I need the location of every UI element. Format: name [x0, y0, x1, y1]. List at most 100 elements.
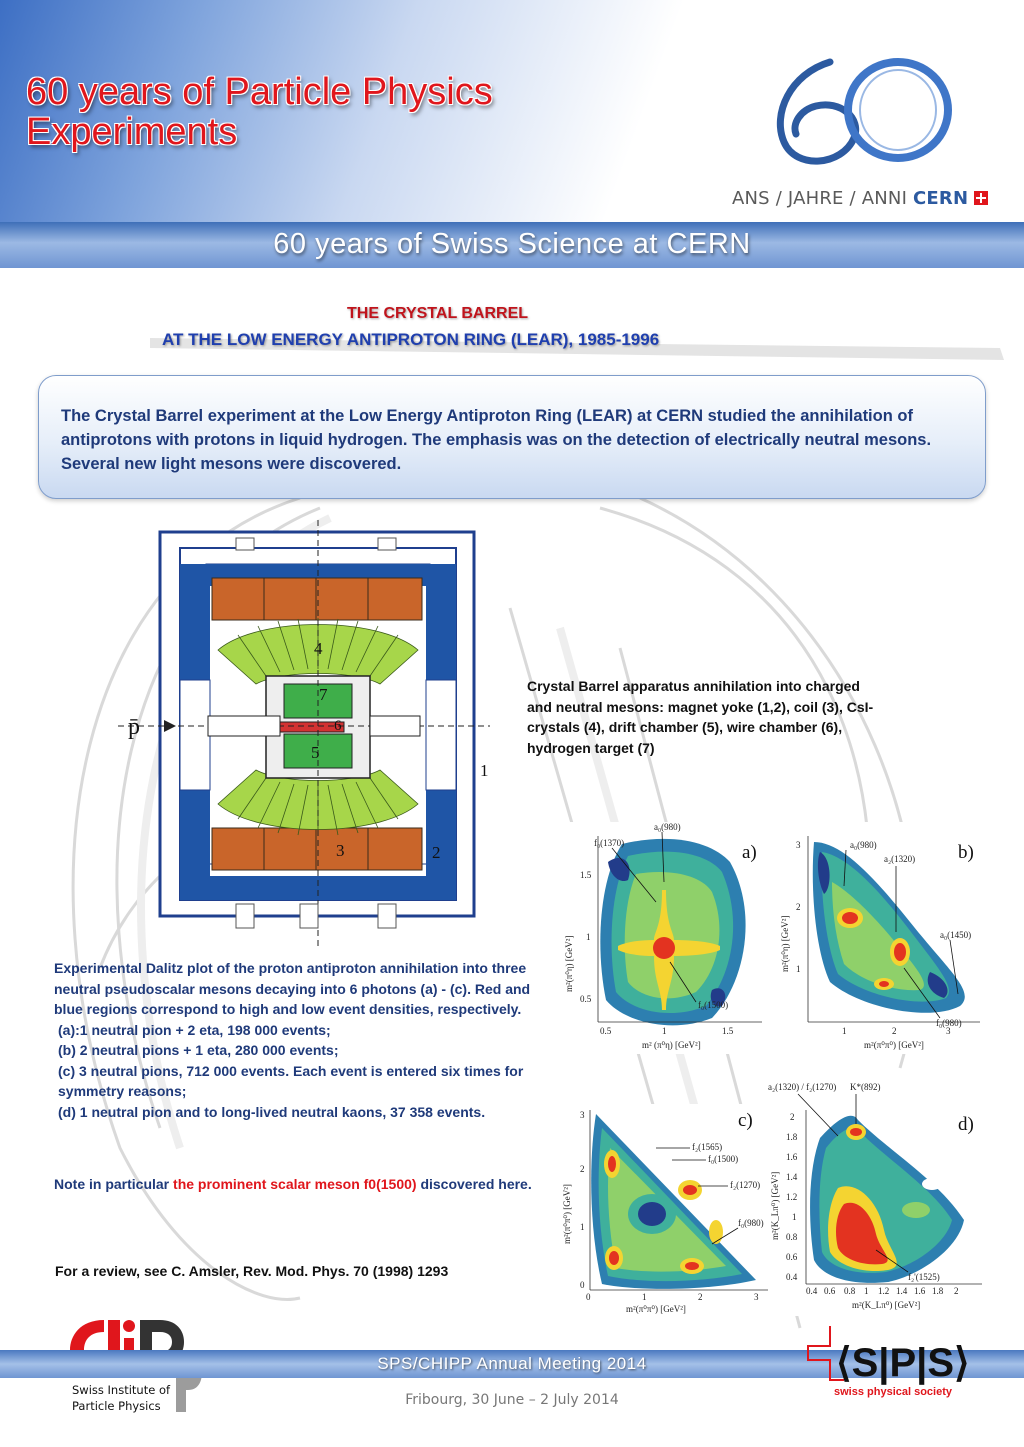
plot-c-ann-1: f₀(1500): [708, 1154, 738, 1164]
plot-b-ann-1: a₂(1320): [884, 854, 915, 864]
plot-c-ytick-0: 3: [580, 1110, 585, 1120]
diagram-label-1: 1: [480, 761, 489, 780]
plot-d-ytick-2: 1.6: [786, 1152, 798, 1162]
plot-d-ytick-1: 1.8: [786, 1132, 798, 1142]
plot-d-ytick-4: 1.2: [786, 1192, 797, 1202]
intro-text: The Crystal Barrel experiment at the Low…: [61, 407, 932, 473]
section-title-line1: THE CRYSTAL BARREL: [347, 305, 529, 322]
scalar-meson-note: Note in particular the prominent scalar …: [54, 1174, 540, 1195]
dalitz-caption-line: (c) 3 neutral pions, 712 000 events. Eac…: [58, 1062, 524, 1100]
plot-b-ytick-1: 2: [796, 902, 801, 912]
plot-d-ann-2: f₂'(1525): [908, 1272, 940, 1282]
plot-d-xlabel: m²(K_Lπ⁰) [GeV²]: [852, 1300, 920, 1310]
chipp-name: Swiss Institute of Particle Physics: [72, 1382, 182, 1414]
plot-d-xtick-6: 1.6: [914, 1286, 926, 1296]
plot-d-ytick-5: 1: [792, 1212, 797, 1222]
dalitz-plot-a: a) a₀(980) f₀(1370) f₀(1500) 0.5 1 1.5 1…: [562, 822, 788, 1054]
plot-b-xtick-0: 1: [842, 1026, 847, 1036]
plot-c-ann-3: f₀(980): [738, 1218, 764, 1228]
plot-a-panel: a): [742, 842, 757, 863]
plot-b-ann-3: f₀(980): [936, 1018, 962, 1028]
plot-c-xtick-3: 3: [754, 1292, 759, 1302]
plot-c-xtick-2: 2: [698, 1292, 703, 1302]
dalitz-plot-b: b) a₀(980) a₂(1320) a₀(1450) f₀(980) 1 2…: [780, 822, 988, 1054]
plot-a-xlabel: m² (π⁰η) [GeV²]: [642, 1040, 701, 1050]
dalitz-caption-line: (b) 2 neutral pions + 1 eta, 280 000 eve…: [58, 1042, 339, 1058]
header-background: [0, 0, 1024, 222]
plot-a-ylabel: m²(π⁰η) [GeV²]: [564, 936, 574, 993]
plot-a-xtick-1: 1: [662, 1026, 667, 1036]
plot-b-ann-0: a₀(980): [850, 840, 877, 850]
tagline-prefix: ANS / JAHRE / ANNI: [732, 188, 908, 209]
plot-d-ytick-7: 0.6: [786, 1252, 798, 1262]
crystal-barrel-apparatus-diagram: p̄ 1 2 3 4 5 6 7: [118, 520, 490, 950]
sps-name: swiss physical society: [834, 1386, 953, 1398]
dalitz-caption-line: (a):1 neutral pion + 2 eta, 198 000 even…: [58, 1021, 331, 1038]
note-suffix: discovered here.: [416, 1176, 532, 1192]
dalitz-caption-line: Experimental Dalitz plot of the proton a…: [54, 960, 531, 1017]
plot-d-xtick-1: 0.6: [824, 1286, 836, 1296]
beam-label: p̄: [128, 714, 140, 740]
tagline-brand: CERN: [913, 188, 969, 209]
chipp-name-line1: Swiss Institute of: [72, 1383, 171, 1397]
plot-a-ytick-0: 1.5: [580, 870, 592, 880]
section-title-line2: AT THE LOW ENERGY ANTIPROTON RING (LEAR)…: [162, 330, 660, 349]
plot-d-xtick-3: 1: [864, 1286, 869, 1296]
page-title-line1: 60 years of Particle Physics: [26, 71, 493, 113]
page-title-line2: Experiments: [26, 111, 238, 153]
plot-c-ytick-3: 0: [580, 1280, 585, 1290]
plot-c-ytick-1: 2: [580, 1164, 585, 1174]
plot-c-xlabel: m²(π⁰π⁰) [GeV²]: [626, 1304, 686, 1314]
plot-d-panel: d): [958, 1114, 974, 1135]
plot-c-ann-2: f₂(1270): [730, 1180, 760, 1190]
plot-c-ytick-2: 1: [580, 1222, 585, 1232]
plot-a-xtick-2: 1.5: [722, 1026, 734, 1036]
header-band: [0, 222, 1024, 268]
cern-60-logo: [776, 58, 952, 165]
plot-a-ytick-2: 0.5: [580, 994, 592, 1004]
dalitz-caption-line: (d) 1 neutral pion and to long-lived neu…: [58, 1103, 486, 1120]
plot-d-xtick-7: 1.8: [932, 1286, 944, 1296]
diagram-label-4: 4: [314, 639, 323, 658]
plot-d-ytick-3: 1.4: [786, 1172, 798, 1182]
plot-b-panel: b): [958, 842, 974, 863]
footer-band: [0, 1350, 1024, 1378]
plot-b-xtick-1: 2: [892, 1026, 897, 1036]
note-prefix: Note in particular: [54, 1176, 174, 1192]
plot-d-ylabel: m²(K_Lπ⁰) [GeV²]: [770, 1172, 780, 1240]
diagram-label-2: 2: [432, 843, 441, 862]
dalitz-caption: Experimental Dalitz plot of the proton a…: [54, 958, 540, 1122]
plot-c-ann-0: f₂(1565): [692, 1142, 722, 1152]
dalitz-plot-c: c) f₂(1565) f₀(1500) f₂(1270) f₀(980) 0 …: [562, 1104, 776, 1316]
plot-b-xlabel: m²(π⁰π⁰) [GeV²]: [864, 1040, 924, 1050]
plot-b-ylabel: m²(π⁰η) [GeV²]: [780, 916, 790, 973]
plot-c-ylabel: m²(π⁰π⁰) [GeV²]: [562, 1184, 572, 1244]
intro-box: The Crystal Barrel experiment at the Low…: [38, 375, 986, 499]
plot-a-ann-1: f₀(1370): [594, 838, 624, 848]
plot-b-ytick-2: 1: [796, 964, 801, 974]
plot-d-xtick-0: 0.4: [806, 1286, 818, 1296]
plot-d-ytick-8: 0.4: [786, 1272, 798, 1282]
plot-d-ytick-6: 0.8: [786, 1232, 798, 1242]
plot-b-ann-2: a₀(1450): [940, 930, 971, 940]
plot-d-ann-0: a₂(1320) / f₂(1270): [768, 1082, 836, 1092]
diagram-label-7: 7: [319, 685, 328, 704]
plot-d-xtick-5: 1.4: [896, 1286, 908, 1296]
review-reference: For a review, see C. Amsler, Rev. Mod. P…: [55, 1263, 449, 1279]
swiss-cross-icon: [974, 191, 989, 205]
plot-c-panel: c): [738, 1110, 753, 1131]
cern-tagline: ANS / JAHRE / ANNI CERN: [732, 188, 989, 209]
plot-c-xtick-0: 0: [586, 1292, 591, 1302]
sps-logo: ⟨S|P|S⟩: [807, 1326, 970, 1385]
meeting-date: Fribourg, 30 June – 2 July 2014: [405, 1392, 619, 1408]
footer-band-title: SPS/CHIPP Annual Meeting 2014: [377, 1354, 647, 1373]
plot-b-xtick-2: 3: [946, 1026, 951, 1036]
plot-d-xtick-4: 1.2: [878, 1286, 889, 1296]
plot-c-xtick-1: 1: [642, 1292, 647, 1302]
apparatus-caption: Crystal Barrel apparatus annihilation in…: [527, 678, 874, 756]
plot-a-xtick-0: 0.5: [600, 1026, 612, 1036]
plot-d-xtick-8: 2: [954, 1286, 959, 1296]
chipp-name-line2: Particle Physics: [72, 1399, 161, 1413]
header-band-title: 60 years of Swiss Science at CERN: [273, 228, 751, 260]
plot-a-ann-0: a₀(980): [654, 822, 681, 832]
